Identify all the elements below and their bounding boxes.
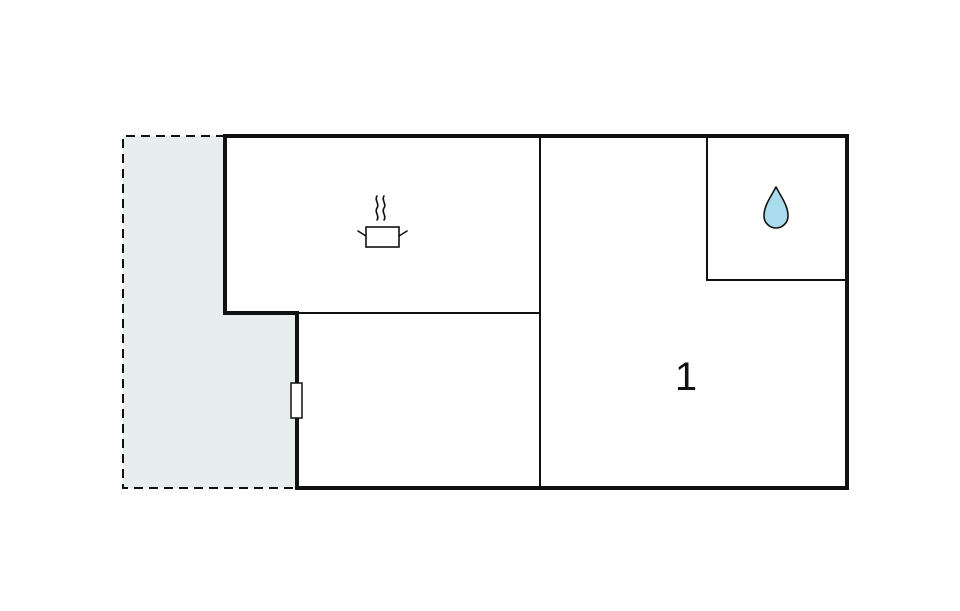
interior-wall-bathroom bbox=[706, 136, 847, 281]
terrace-dashed-outline bbox=[122, 135, 297, 489]
entrance-door bbox=[290, 382, 303, 419]
water-drop-icon bbox=[763, 186, 789, 229]
terrace-area bbox=[123, 136, 297, 488]
cooking-pot-icon bbox=[357, 195, 408, 248]
bedroom-number: 1 bbox=[675, 355, 697, 399]
terrace bbox=[122, 135, 297, 489]
